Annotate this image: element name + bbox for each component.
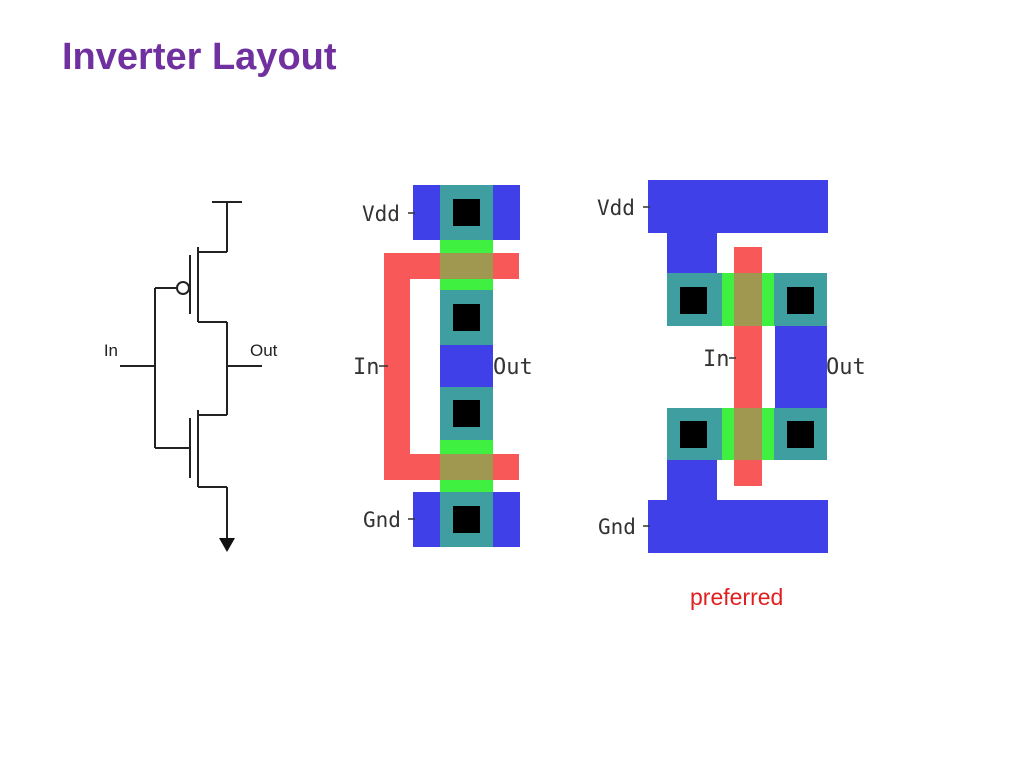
layout-b-contact-pmos-drain	[787, 287, 814, 314]
layout-b-gnd-label: Gnd	[598, 515, 636, 539]
layout-a-vdd-label: Vdd	[362, 202, 400, 226]
layout-b-contact-pmos-source	[680, 287, 707, 314]
layout-a-poly-left	[384, 253, 410, 480]
layout-a-out-label: Out	[493, 355, 533, 380]
layout-a-contact-gnd	[453, 506, 480, 533]
layout-b-out-label: Out	[826, 355, 866, 380]
schematic-input-label: In	[104, 341, 118, 360]
layout-b-contact-nmos-source	[680, 421, 707, 448]
layout-a-contact-vdd	[453, 199, 480, 226]
inverter-schematic	[120, 201, 262, 538]
layout-a-contact-nmos-drain	[453, 400, 480, 427]
layout-b-gnd-metal	[648, 500, 828, 553]
layout-b: Vdd In Out Gnd preferred	[597, 180, 866, 610]
layout-b-contact-nmos-drain	[787, 421, 814, 448]
layout-b-pmos-gate	[734, 273, 762, 326]
layout-a: Vdd In Out Gnd	[353, 185, 533, 547]
layout-a-nmos-gate	[440, 454, 493, 480]
ground-arrow	[219, 538, 235, 552]
slide-title: Inverter Layout	[62, 36, 337, 78]
schematic-output-label: Out	[250, 341, 278, 360]
pmos-bubble	[176, 281, 190, 295]
layout-b-in-label: In	[703, 347, 730, 372]
layout-b-vdd-drop	[667, 228, 717, 278]
layout-b-gnd-drop	[667, 455, 717, 505]
layout-a-contact-pmos-drain	[453, 304, 480, 331]
layout-a-output-metal	[440, 345, 493, 387]
layout-b-output-metal	[775, 326, 827, 411]
layout-a-in-label: In	[353, 355, 380, 380]
layout-b-vdd-label: Vdd	[597, 196, 635, 220]
preferred-note: preferred	[690, 584, 783, 610]
layout-a-pmos-gate	[440, 253, 493, 279]
layout-b-nmos-gate	[734, 408, 762, 460]
layout-a-gnd-label: Gnd	[363, 508, 401, 532]
layout-b-vdd-metal	[648, 180, 828, 233]
